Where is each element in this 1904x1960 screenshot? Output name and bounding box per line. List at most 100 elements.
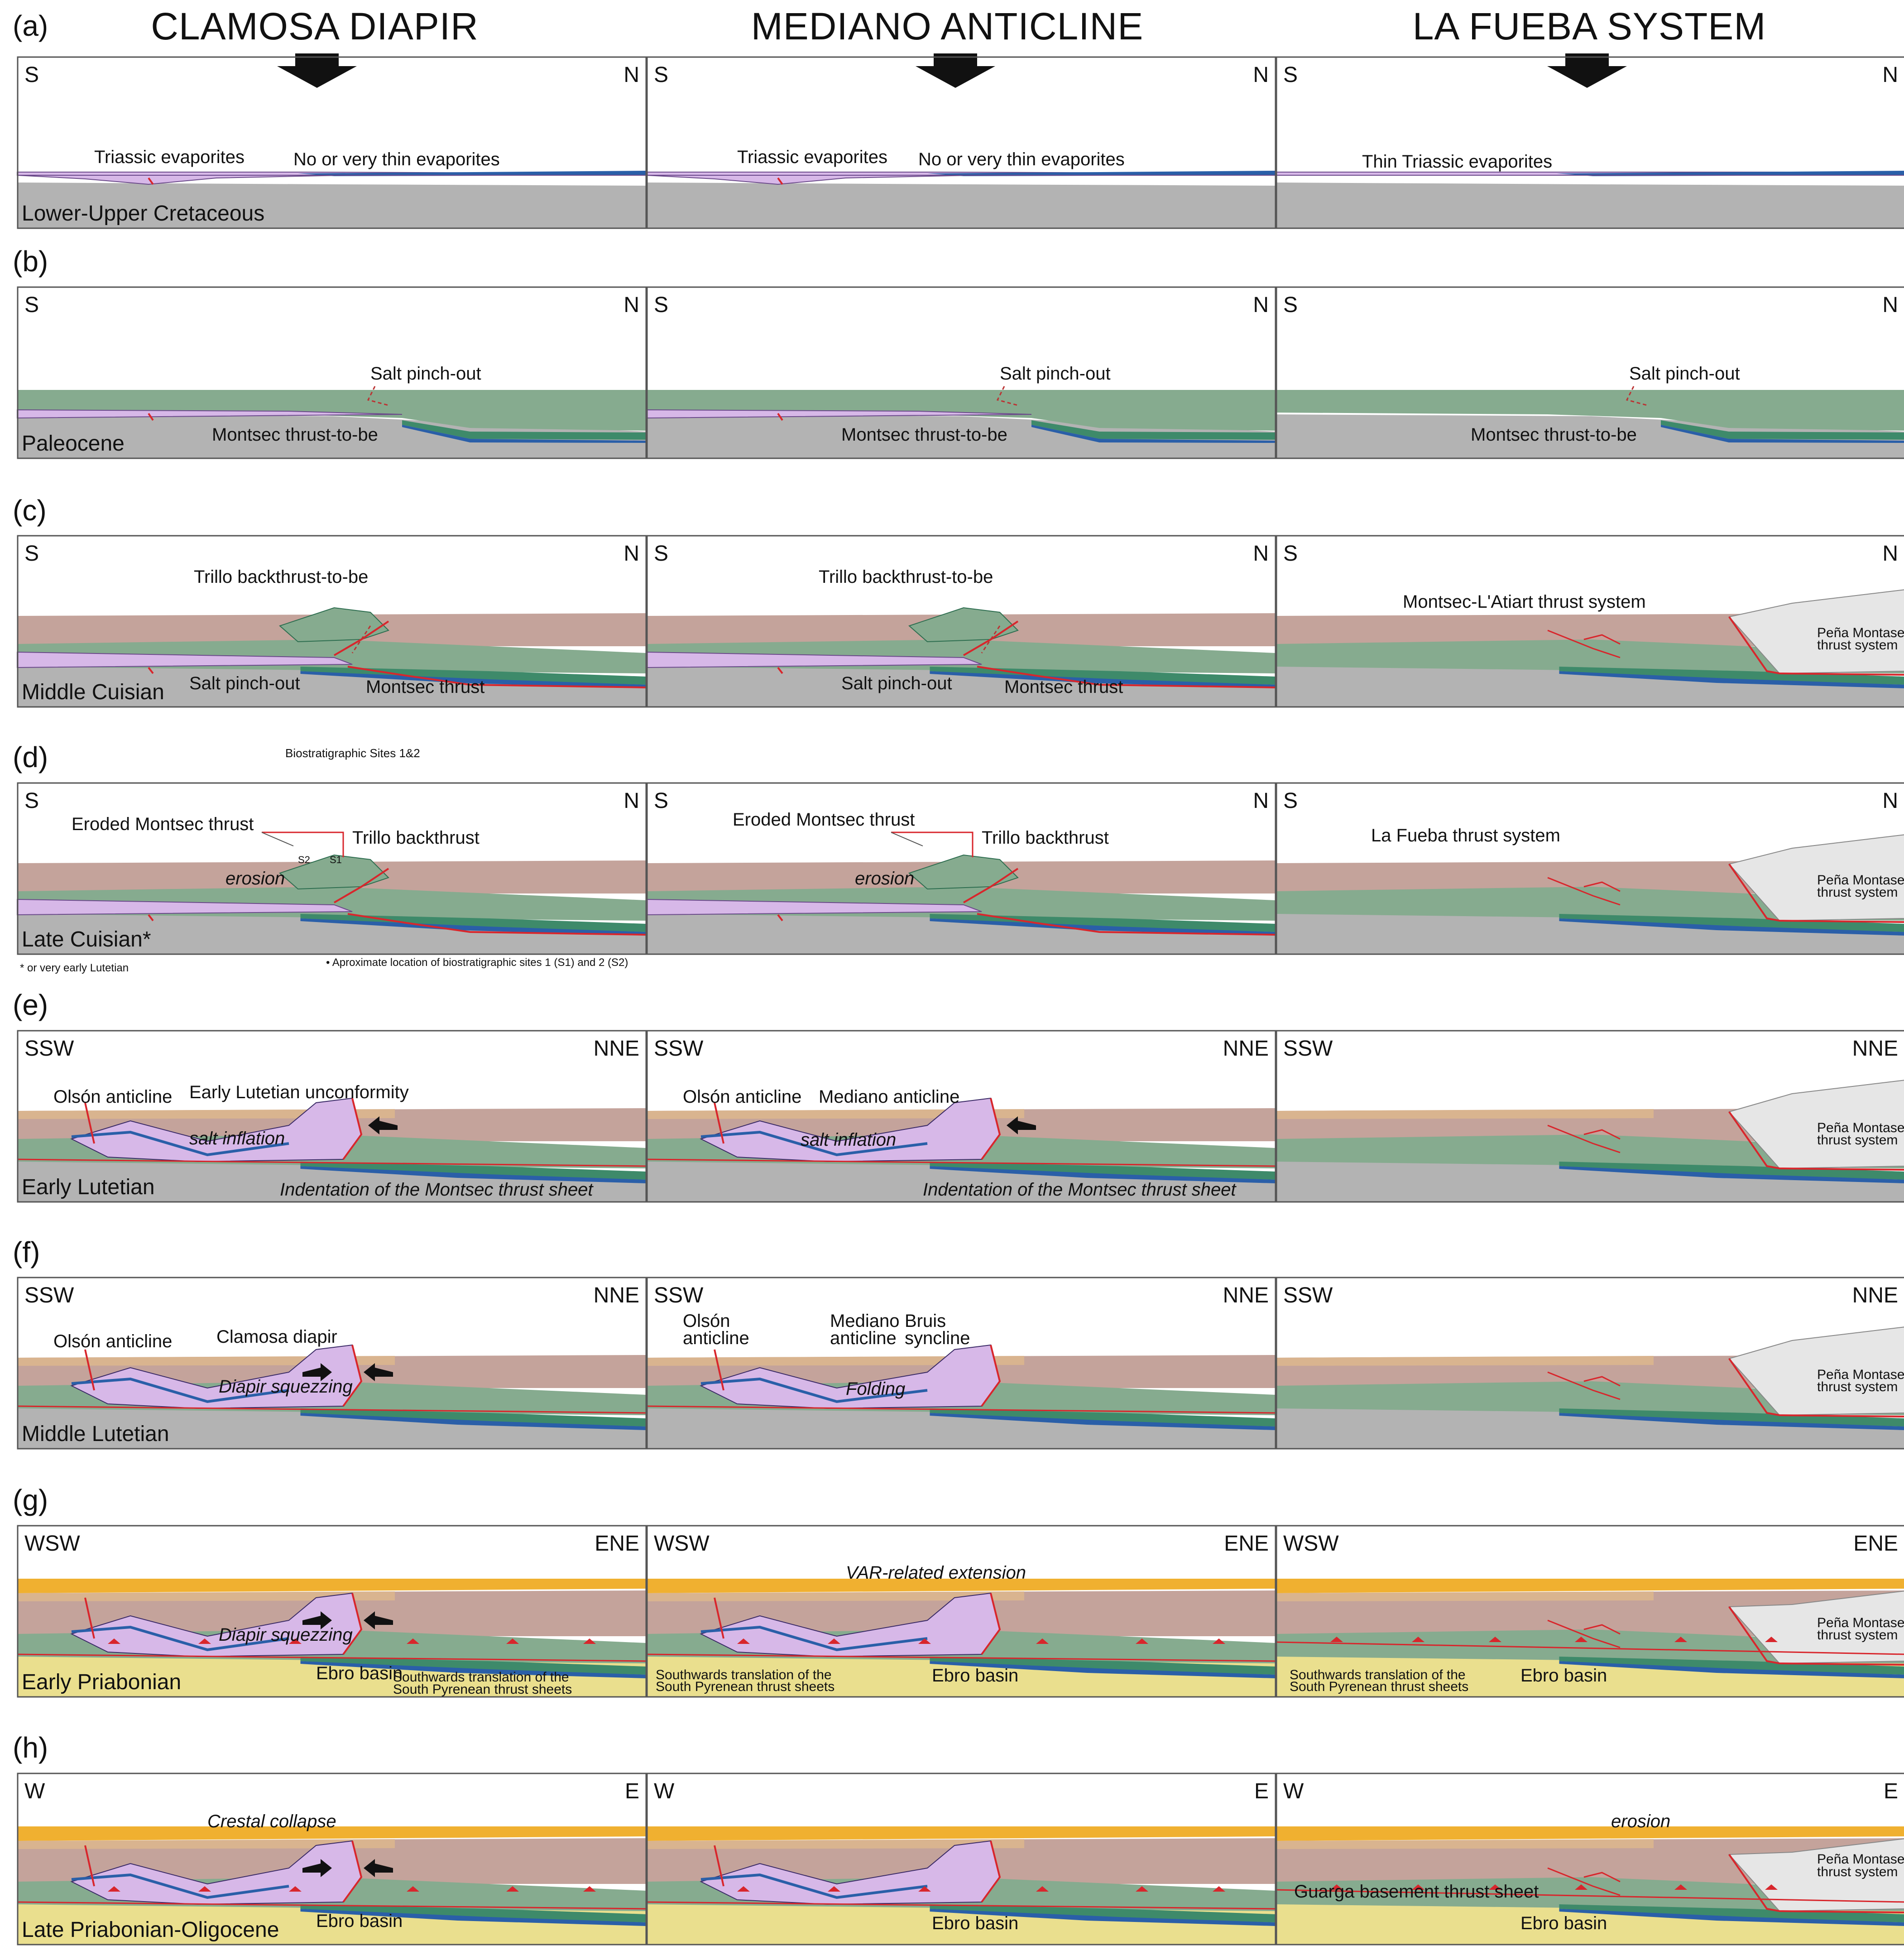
tan-layer (647, 1356, 1024, 1366)
green-dark-layer (1559, 914, 1904, 932)
direction-label-right: N (1882, 542, 1898, 566)
annotation-label: VAR-related extension (846, 1563, 1026, 1583)
cretaceous-layer (930, 1909, 1276, 1926)
cretaceous-salt-roof-line (700, 1625, 928, 1652)
green-dark-layer (300, 1904, 647, 1922)
annotation-label: Southwards translation of the (1290, 1667, 1466, 1682)
green-dark-layer (300, 1162, 647, 1180)
detachment-line (17, 1901, 647, 1910)
annotation-label: Salt pinch-out (1000, 364, 1111, 384)
thrust-tooth-icon (1330, 1884, 1343, 1890)
green-light-layer (1276, 1381, 1904, 1415)
pena-montasena-thrust-line (1728, 1606, 1904, 1666)
green-dark-layer (300, 667, 647, 685)
olson-thrust-line (84, 1597, 95, 1639)
detachment-line (646, 1405, 1276, 1414)
panel-frame (646, 1525, 1276, 1698)
orange-layer (1276, 1579, 1904, 1593)
annotation-label: Bruis (905, 1311, 946, 1331)
la-fueba-splay-line (1583, 1872, 1621, 1883)
annotation-label: Ebro basin (316, 1663, 403, 1683)
cretaceous-layer (300, 1661, 647, 1678)
direction-label-left: S (654, 293, 668, 317)
green-dark-layer (402, 420, 647, 440)
annotation-label: syncline (905, 1328, 970, 1348)
annotation-label: Peña Montaseña (1817, 1615, 1904, 1630)
annotation-label: Eroded Montsec thrust (72, 814, 254, 834)
panel-frame (17, 1773, 647, 1946)
annotation-label: anticline (683, 1328, 749, 1348)
diapir-flank-fault-line (981, 1840, 1001, 1903)
arrow-left-icon (364, 1363, 393, 1381)
diapir-flank-fault-line (342, 1840, 363, 1903)
direction-label-left: S (24, 293, 39, 317)
cretaceous-salt-roof-line (71, 1873, 289, 1899)
thrust-tooth-icon (828, 1638, 840, 1644)
annotation-label: Guarga basement thrust sheet (1294, 1882, 1539, 1902)
orange-layer (1276, 1826, 1904, 1841)
diapir-flank-fault-line (981, 1098, 1001, 1160)
annotation-label: Salt pinch-out (1629, 364, 1740, 384)
row-letter: (d) (13, 741, 48, 773)
cretaceous-salt-roof-line (700, 1377, 928, 1403)
panel-frame (1276, 1030, 1904, 1203)
annotation-label: Montsec thrust (366, 677, 484, 697)
direction-label-right: N (623, 542, 639, 566)
tan-layer (1276, 1356, 1654, 1366)
annotation-label: Mediano anticline (819, 1087, 959, 1107)
direction-label-right: NNE (1852, 1037, 1898, 1061)
pena-montasena-thrust-sheet (1728, 1838, 1904, 1912)
diapir-flank-fault-line (342, 1345, 363, 1407)
pena-montasena-thrust-sheet (1728, 1326, 1904, 1416)
la-fueba-splay-line (1583, 1624, 1621, 1635)
tan-layer (1276, 1591, 1654, 1601)
direction-label-right: N (1253, 63, 1269, 87)
thrust-tooth-icon (1036, 1886, 1049, 1892)
direction-label-left: W (1283, 1779, 1304, 1803)
direction-label-right: NNE (594, 1283, 639, 1307)
thrust-tooth-icon (1330, 1637, 1343, 1642)
cretaceous-layer (300, 1413, 647, 1430)
panel-frame (1276, 1277, 1904, 1450)
stage-label: Middle Lutetian (22, 1422, 169, 1446)
annotation-label: Trillo backthrust-to-be (194, 567, 368, 587)
thrust-tooth-icon (108, 1638, 120, 1644)
direction-label-right: N (623, 293, 639, 317)
panel-frame (17, 782, 647, 955)
direction-label-left: SSW (654, 1283, 704, 1307)
arrow-left-icon (364, 1611, 393, 1629)
direction-label-left: S (654, 789, 668, 813)
cretaceous-layer (1031, 425, 1276, 443)
trillo-backthrust-line (963, 620, 1019, 656)
la-fueba-thrust-line (1547, 629, 1621, 658)
thrust-tooth-icon (289, 1638, 302, 1644)
direction-label-left: S (1283, 542, 1298, 566)
basement-layer (17, 183, 647, 229)
row-letter: (h) (13, 1731, 48, 1764)
la-fueba-splay-line (1583, 881, 1621, 892)
direction-label-right: E (1254, 1779, 1269, 1803)
annotation-label: Olsón anticline (53, 1331, 172, 1351)
green-dark-layer (300, 1657, 647, 1675)
direction-label-right: N (1253, 789, 1269, 813)
trillo-backthrust-line (333, 620, 389, 656)
green-dark-layer (1661, 420, 1904, 440)
salt-pinch-out-line (1626, 386, 1648, 406)
column-title-clamosa: CLAMOSA DIAPIR (151, 5, 479, 48)
cretaceous-layer (930, 918, 1276, 936)
panel-frame (1276, 56, 1904, 229)
annotation-label: thrust system (1817, 885, 1898, 900)
stage-label: Middle Cuisian (22, 680, 164, 704)
thrust-tooth-icon (583, 1638, 596, 1644)
panel-frame (646, 1030, 1276, 1203)
tan-layer (647, 1591, 1024, 1601)
thrust-tooth-icon (1136, 1638, 1148, 1644)
normal-fault-line (148, 177, 154, 185)
cretaceous-layer (930, 1661, 1276, 1678)
